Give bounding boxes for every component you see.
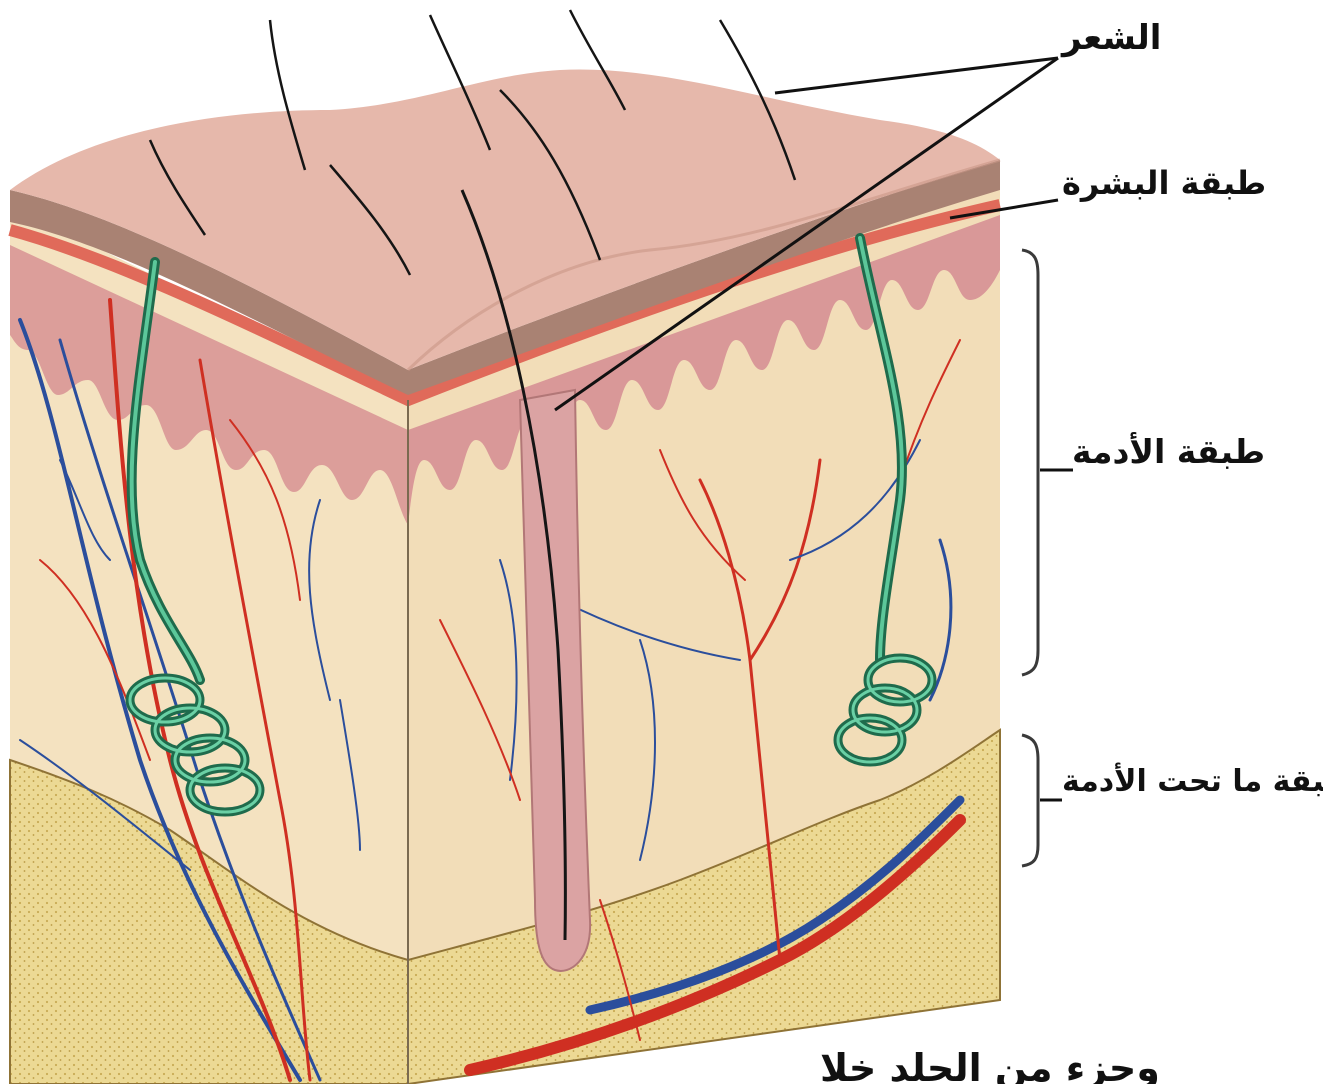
hair-label: الشعر <box>1062 18 1161 58</box>
dermis-bracket <box>1022 250 1038 675</box>
caption-partial: وجزء من الجلد خلا <box>820 1046 1160 1084</box>
dermis-label: طبقة الأدمة <box>1072 432 1265 471</box>
epidermis-label: طبقة البشرة <box>1062 164 1266 202</box>
subcutaneous-label: طبقة ما تحت الأدمة <box>1062 764 1323 799</box>
subcutaneous-bracket <box>1022 735 1038 866</box>
